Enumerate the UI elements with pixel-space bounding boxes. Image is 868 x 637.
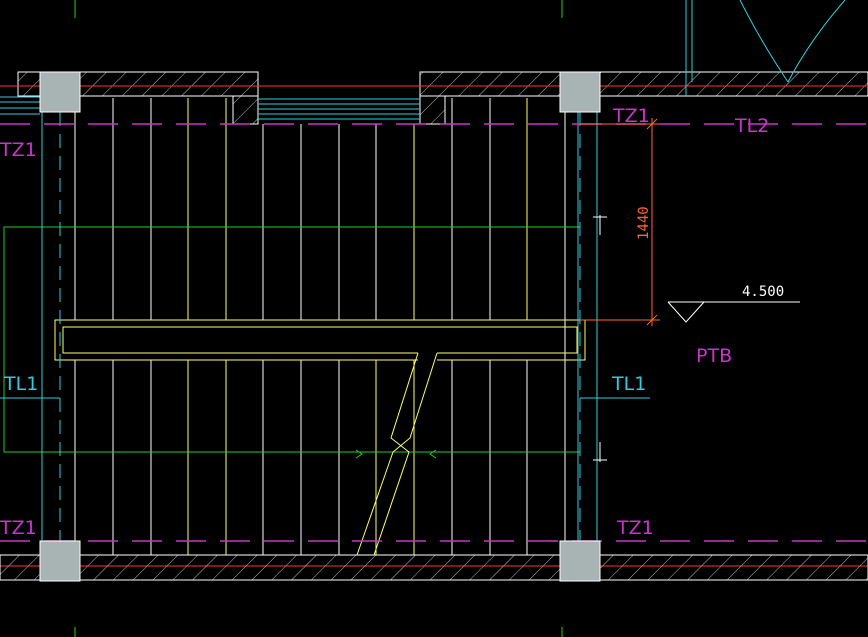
red-axis-lines [0, 85, 868, 567]
dimension-text: 1440 [636, 206, 652, 240]
columns [39, 71, 601, 582]
label-tz1-bottom-right: TZ1 [616, 517, 654, 539]
stair-treads-yellow [187, 98, 528, 555]
stair-treads-white [74, 98, 566, 555]
green-outline [3, 226, 580, 459]
label-tz1-top-right: TZ1 [612, 105, 650, 127]
magenta-beam-lines [0, 123, 868, 542]
label-tl1-left: TL1 [3, 373, 38, 395]
column-bottom-right [559, 540, 601, 582]
column-bottom-left [39, 540, 81, 582]
label-ptb: PTB [696, 345, 732, 367]
dimension-line [580, 118, 660, 326]
label-tl2: TL2 [734, 115, 769, 137]
label-tz1-top-left: TZ1 [0, 139, 37, 161]
top-window-lines [0, 96, 420, 120]
column-top-right [559, 71, 601, 113]
label-tl1-right: TL1 [611, 373, 646, 395]
label-tz1-bottom-left: TZ1 [0, 517, 37, 539]
landing-beam [54, 319, 586, 361]
break-line [356, 352, 438, 556]
elevation-symbol [667, 301, 800, 323]
bottom-ticks [74, 0, 563, 637]
stair-arrows [593, 215, 607, 462]
column-top-left [39, 71, 81, 113]
elevation-text: 4.500 [742, 284, 784, 300]
cyan-dashed-axes [59, 90, 581, 575]
cyan-lines [0, 0, 846, 580]
bottom-wall [0, 554, 868, 581]
